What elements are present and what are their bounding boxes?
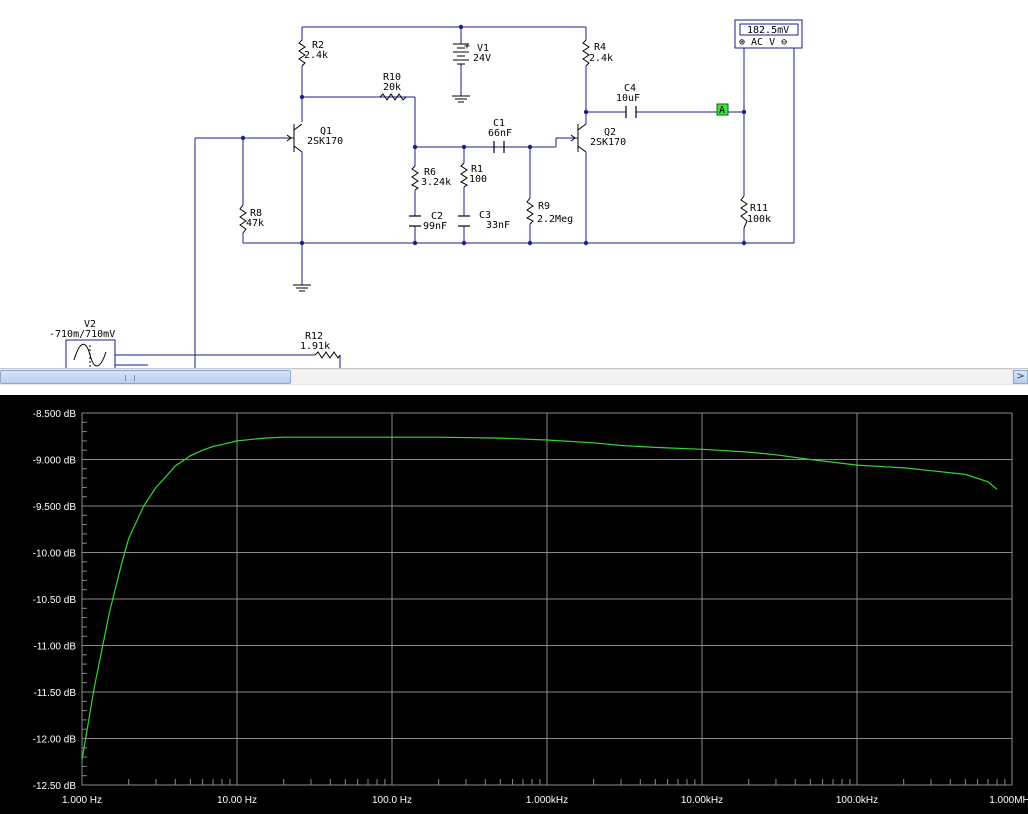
ground-symbols [293,95,470,292]
chevron-right-icon: > [1016,371,1025,382]
r6-name: R6 [424,167,436,178]
v1-value: 24V [473,53,491,64]
r9-name: R9 [538,201,550,212]
y-tick-label: -11.00 dB [33,642,76,653]
r1-value: 100 [469,174,487,185]
y-tick-label: -8.500 dB [33,409,77,420]
capacitor-symbols [409,106,637,227]
battery-symbol [453,43,469,66]
signal-source-symbol [65,339,116,368]
q1-value: 2SK170 [307,136,343,147]
r9-value: 2.2Meg [537,214,573,225]
v2-value: -710m/710mV [49,329,115,340]
r1-name: R1 [471,164,483,175]
voltmeter-mode: ⊕ AC V ⊖ [739,37,787,48]
q1-name: Q1 [320,126,332,137]
y-tick-label: -11.50 dB [33,688,76,699]
r4-value: 2.4k [589,53,613,64]
pane-divider[interactable] [0,385,1028,395]
circuit-diagram: + A 182.5mV ⊕ AC V ⊖ R2 2.4k V1 24V R4 [49,19,803,368]
q2-value: 2SK170 [590,137,626,148]
c1-name: C1 [493,118,505,129]
r2-name: R2 [312,40,324,51]
x-tick-label: 1.000 Hz [62,795,102,806]
r10-value: 20k [383,82,401,93]
r10-name: R10 [383,72,401,83]
r12-name: R12 [305,331,323,342]
c4-value: 10uF [616,93,640,104]
schematic-canvas[interactable]: + A 182.5mV ⊕ AC V ⊖ R2 2.4k V1 24V R4 [0,0,1028,368]
horizontal-scrollbar[interactable]: > [0,368,1028,385]
bode-plot: -8.500 dB -9.000 dB -9.500 dB -10.00 dB -10.… [33,409,1028,806]
junction-dots [240,24,747,246]
x-tick-label: 1.000kHz [526,795,568,806]
r11-name: R11 [750,203,768,214]
r8-name: R8 [250,208,262,219]
y-tick-label: -12.00 dB [33,735,77,746]
r12-value: 1.91k [300,341,330,352]
scrollbar-thumb[interactable] [0,370,291,384]
y-tick-label: -9.000 dB [33,456,77,467]
bode-plot-panel[interactable]: -8.500 dB -9.000 dB -9.500 dB -10.00 dB -10.… [0,395,1028,814]
c1-value: 66nF [488,128,512,139]
c4-name: C4 [624,83,636,94]
y-tick-label: -10.50 dB [33,595,77,606]
v2-name: V2 [84,319,96,330]
r4-name: R4 [594,42,606,53]
voltmeter-reading: 182.5mV [747,25,789,36]
grip-icon [125,375,135,381]
y-tick-label: -12.50 dB [33,781,77,792]
voltmeter[interactable]: 182.5mV ⊕ AC V ⊖ [734,19,803,49]
c3-name: C3 [479,210,491,221]
component-labels: R2 2.4k V1 24V R4 2.4k R10 20k Q1 2SK170… [49,40,771,352]
scroll-right-button[interactable]: > [1013,370,1028,384]
r6-value: 3.24k [421,177,451,188]
y-tick-label: -9.500 dB [33,502,77,513]
gain-trace [81,436,998,761]
r8-value: 47k [246,218,264,229]
svg-text:+: + [464,41,470,52]
resistor-symbols [239,39,748,359]
v1-name: V1 [477,43,489,54]
y-tick-label: -10.00 dB [33,549,77,560]
x-tick-label: 1.000MHz [989,795,1028,806]
r2-value: 2.4k [304,50,328,61]
c2-name: C2 [431,211,443,222]
probe-marker[interactable] [716,103,729,116]
jfet-symbols [286,123,587,153]
probe-label: A [719,105,725,116]
r11-value: 100k [747,214,771,225]
wires [115,26,795,368]
x-tick-label: 100.0 Hz [372,795,412,806]
c3-value: 33nF [486,220,510,231]
c2-value: 99nF [423,221,447,232]
x-tick-label: 10.00 Hz [217,795,257,806]
q2-name: Q2 [604,127,616,138]
x-tick-label: 10.00kHz [681,795,723,806]
x-tick-label: 100.0kHz [836,795,878,806]
